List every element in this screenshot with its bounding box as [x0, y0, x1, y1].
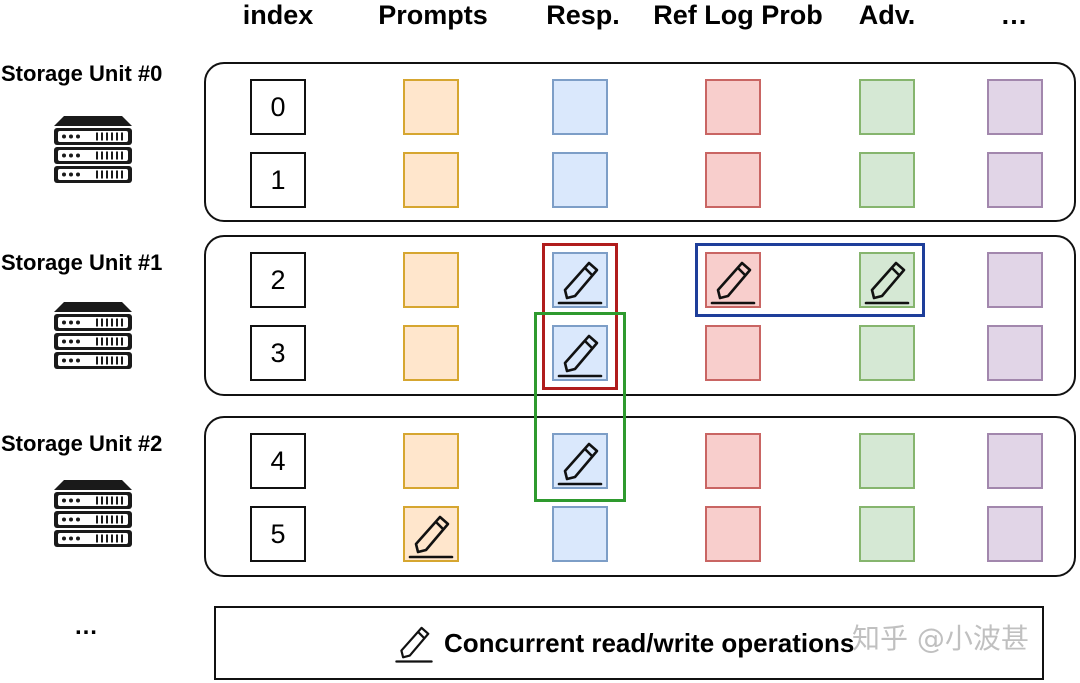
data-cell-resp: [552, 152, 608, 208]
storage-unit-box: [204, 235, 1076, 396]
index-cell: 1: [250, 152, 306, 208]
data-cell-adv: [859, 152, 915, 208]
more-storage-units: …: [74, 613, 99, 640]
data-cell-adv: [859, 252, 915, 308]
highlight-box: [542, 243, 618, 390]
data-cell-prompts: [403, 506, 459, 562]
watermark: 知乎 @小波甚: [852, 622, 1029, 655]
highlight-box: [695, 243, 925, 317]
data-cell-more: [987, 506, 1043, 562]
data-cell-prompts: [403, 325, 459, 381]
data-cell-more: [987, 79, 1043, 135]
storage-unit-label: Storage Unit #0: [1, 61, 163, 86]
column-header-more: …: [1000, 0, 1028, 30]
column-header-index: index: [242, 0, 314, 30]
column-header-prompts: Prompts: [378, 0, 488, 30]
column-header-ref-log-prob: Ref Log Prob: [653, 0, 823, 30]
data-cell-ref-log-prob: [705, 506, 761, 562]
data-cell-resp: [552, 252, 608, 308]
data-cell-ref-log-prob: [705, 152, 761, 208]
legend-box: [214, 606, 1044, 680]
data-cell-adv: [859, 433, 915, 489]
index-cell: 3: [250, 325, 306, 381]
server-rack-icon: [54, 116, 132, 183]
pencil-icon: [864, 261, 910, 305]
data-cell-more: [987, 325, 1043, 381]
server-rack-icon: [54, 302, 132, 369]
index-cell: 0: [250, 79, 306, 135]
data-cell-ref-log-prob: [705, 252, 761, 308]
data-cell-resp: [552, 506, 608, 562]
data-cell-adv: [859, 79, 915, 135]
data-cell-more: [987, 252, 1043, 308]
column-header-resp: Resp.: [546, 0, 620, 30]
data-cell-ref-log-prob: [705, 79, 761, 135]
column-header-adv: Adv.: [858, 0, 916, 30]
storage-unit-box: [204, 62, 1076, 222]
data-cell-resp: [552, 325, 608, 381]
pencil-icon: [557, 334, 603, 378]
data-cell-ref-log-prob: [705, 325, 761, 381]
data-cell-prompts: [403, 152, 459, 208]
data-cell-ref-log-prob: [705, 433, 761, 489]
data-cell-adv: [859, 325, 915, 381]
data-cell-prompts: [403, 252, 459, 308]
highlight-box: [534, 312, 626, 502]
storage-unit-box: [204, 416, 1076, 577]
legend-text: Concurrent read/write operations: [444, 628, 855, 658]
index-cell: 4: [250, 433, 306, 489]
data-cell-prompts: [403, 79, 459, 135]
storage-unit-label: Storage Unit #1: [1, 250, 163, 275]
data-cell-adv: [859, 506, 915, 562]
pencil-icon: [557, 261, 603, 305]
pencil-icon: [557, 442, 603, 486]
data-cell-resp: [552, 79, 608, 135]
storage-unit-label: Storage Unit #2: [1, 431, 163, 456]
data-cell-prompts: [403, 433, 459, 489]
data-cell-more: [987, 433, 1043, 489]
index-cell: 5: [250, 506, 306, 562]
server-rack-icon: [54, 480, 132, 547]
pencil-icon: [395, 626, 433, 663]
index-cell: 2: [250, 252, 306, 308]
pencil-icon: [408, 515, 454, 559]
pencil-icon: [710, 261, 756, 305]
data-cell-resp: [552, 433, 608, 489]
data-cell-more: [987, 152, 1043, 208]
